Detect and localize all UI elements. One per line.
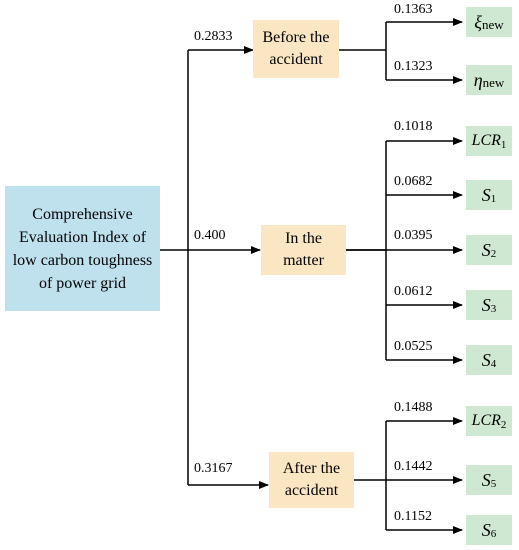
leaf-subscript: 2 [500, 419, 507, 431]
root-line-1: Comprehensive [32, 205, 133, 223]
leaf-symbol: LCR [471, 412, 501, 429]
leaf-subscript: new [482, 75, 505, 90]
leaf-weight-9: 0.1442 [394, 459, 433, 474]
phase-before-line-1: Before the [262, 29, 330, 46]
leaf-subscript: new [482, 17, 504, 32]
phase-node-during: In the matter [261, 225, 346, 275]
leaf-subscript: 2 [490, 248, 497, 260]
leaf-weight-4: 0.0682 [394, 174, 433, 189]
phase-before-line-2: accident [269, 51, 323, 68]
phase-weight-during: 0.400 [194, 228, 226, 243]
leaf-weight-10: 0.1152 [394, 509, 432, 524]
leaf-subscript: 3 [490, 303, 497, 315]
phase-node-before: Before the accident [253, 20, 339, 78]
leaf-subscript: 6 [490, 528, 497, 540]
root-line-4: of power grid [38, 274, 127, 292]
leaf-symbol: S [481, 239, 491, 260]
phase-during-line-2: matter [283, 252, 324, 269]
root-node: Comprehensive Evaluation Index of low ca… [5, 186, 160, 311]
leaf-weight-1: 0.1363 [394, 2, 433, 17]
root-line-3: low carbon toughness [12, 251, 153, 269]
leaf-symbol: ξ [474, 11, 483, 32]
leaf-weight-3: 0.1018 [394, 119, 433, 134]
leaf-weight-5: 0.0395 [394, 228, 433, 243]
leaf-weight-7: 0.0525 [394, 339, 433, 354]
leaf-symbol: S [481, 469, 491, 490]
leaf-symbol: S [481, 294, 491, 315]
phase-node-after: After the accident [269, 452, 354, 508]
leaf-weight-6: 0.0612 [394, 284, 433, 299]
leaf-weight-2: 0.1323 [394, 59, 433, 74]
phase-after-line-1: After the [282, 460, 341, 477]
root-line-2: Evaluation Index of [18, 228, 147, 246]
leaf-symbol: S [481, 184, 491, 205]
leaf-subscript: 1 [500, 139, 507, 151]
leaf-symbol: S [481, 519, 491, 540]
phase-during-line-1: In the [285, 230, 322, 247]
leaf-weight-8: 0.1488 [394, 400, 433, 415]
phase-after-line-2: accident [284, 482, 339, 499]
phase-weight-before: 0.2833 [194, 29, 233, 44]
leaf-symbol: η [473, 69, 483, 90]
phase-weight-after: 0.3167 [194, 461, 233, 476]
leaf-subscript: 1 [490, 193, 497, 205]
leaf-symbol: S [481, 349, 491, 370]
leaf-subscript: 4 [490, 358, 497, 370]
leaf-subscript: 5 [490, 478, 497, 490]
leaf-symbol: LCR [471, 132, 501, 149]
